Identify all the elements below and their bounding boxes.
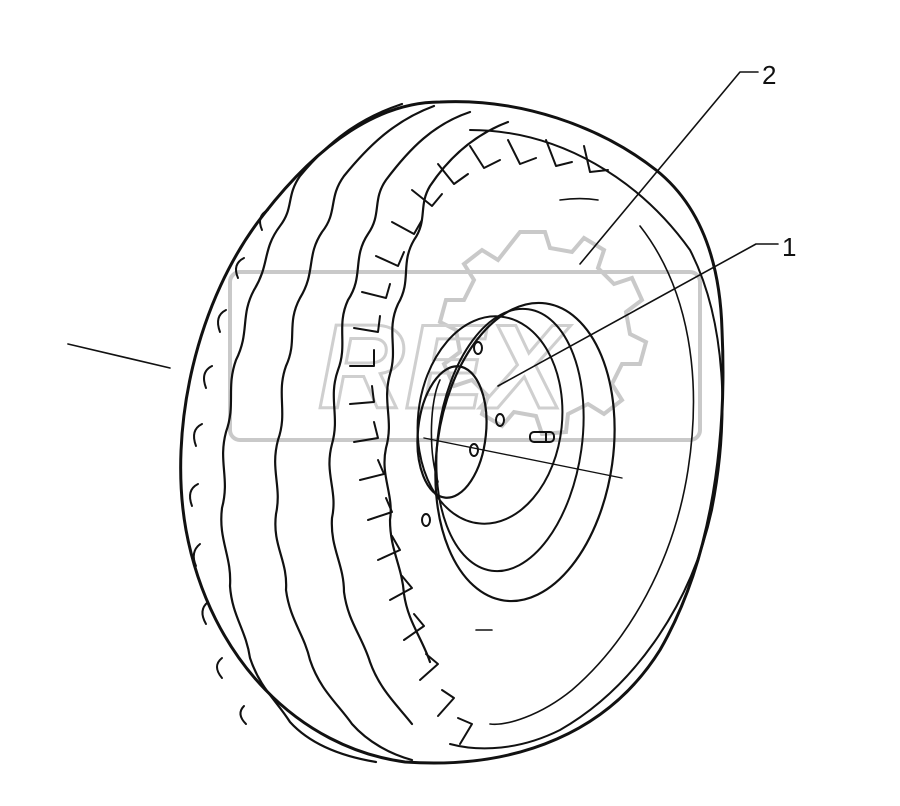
tread-lug <box>391 219 423 235</box>
tyre <box>179 100 725 765</box>
tread-lug <box>367 497 393 521</box>
tread-lug <box>403 613 425 641</box>
tread-rib-3 <box>328 110 472 726</box>
side-lug <box>189 483 199 507</box>
watermark-gear <box>437 230 649 437</box>
callout-1-leader <box>497 243 779 387</box>
tread-lug <box>437 163 469 185</box>
bolt-hole <box>421 513 431 527</box>
rim-inner-ring <box>435 307 585 573</box>
tread-lug <box>583 145 609 173</box>
tread-lug <box>359 459 385 481</box>
side-lug <box>201 601 209 625</box>
tread-lug <box>457 717 473 745</box>
tread-lug <box>361 283 391 299</box>
bolt-hole <box>495 413 505 427</box>
tread-rib-1 <box>220 102 404 764</box>
sidewall-top-arc <box>559 197 599 201</box>
watermark-frame <box>228 270 702 442</box>
tread-lug <box>437 689 455 717</box>
hub-center-bore <box>416 365 488 499</box>
side-lug <box>217 309 227 333</box>
side-lug <box>203 365 213 389</box>
side-lug <box>239 705 247 725</box>
tread-lug <box>507 139 537 165</box>
tread-rib-2 <box>274 104 436 762</box>
tread-lug <box>349 349 375 367</box>
callout-2-label: 2 <box>762 60 776 90</box>
valve-body <box>529 431 555 443</box>
tread-lug <box>375 251 405 267</box>
valve-stem <box>529 431 555 443</box>
wheel-rim <box>416 301 623 603</box>
side-lug <box>193 423 203 447</box>
callout-1-label: 1 <box>782 232 796 262</box>
callout-2: 2 <box>579 60 776 265</box>
rim-flange <box>416 315 564 525</box>
tread-lug <box>389 575 413 601</box>
tread-lugs <box>349 139 609 745</box>
side-lug <box>235 257 245 279</box>
tread-lug <box>545 139 573 167</box>
tread-rib-4 <box>383 120 510 664</box>
tyre-sidewall-edge <box>449 129 724 750</box>
side-lug <box>192 543 201 567</box>
callout-1: 1 <box>497 232 796 387</box>
tread-lug <box>469 145 501 169</box>
wheel-axis-line <box>423 437 623 479</box>
tread-lug <box>411 189 443 207</box>
sidewall-inner-arc <box>489 225 695 726</box>
tyre-outer-outline <box>179 100 725 765</box>
side-lugs <box>189 209 269 725</box>
tread-lug <box>353 421 379 443</box>
side-lug <box>259 209 269 231</box>
bolt-hole <box>473 341 483 355</box>
callout-2-leader <box>579 71 759 265</box>
watermark-logo: REX <box>228 230 702 442</box>
hub-bore-inner <box>430 379 441 483</box>
tread-lug <box>419 653 439 681</box>
tread-lug <box>349 385 375 405</box>
bolt-hole <box>469 443 479 457</box>
tread-lug <box>353 315 381 333</box>
bolt-holes <box>421 341 505 527</box>
side-lug <box>216 657 223 679</box>
tread-lug <box>377 535 401 561</box>
leader-line-left <box>67 343 171 369</box>
